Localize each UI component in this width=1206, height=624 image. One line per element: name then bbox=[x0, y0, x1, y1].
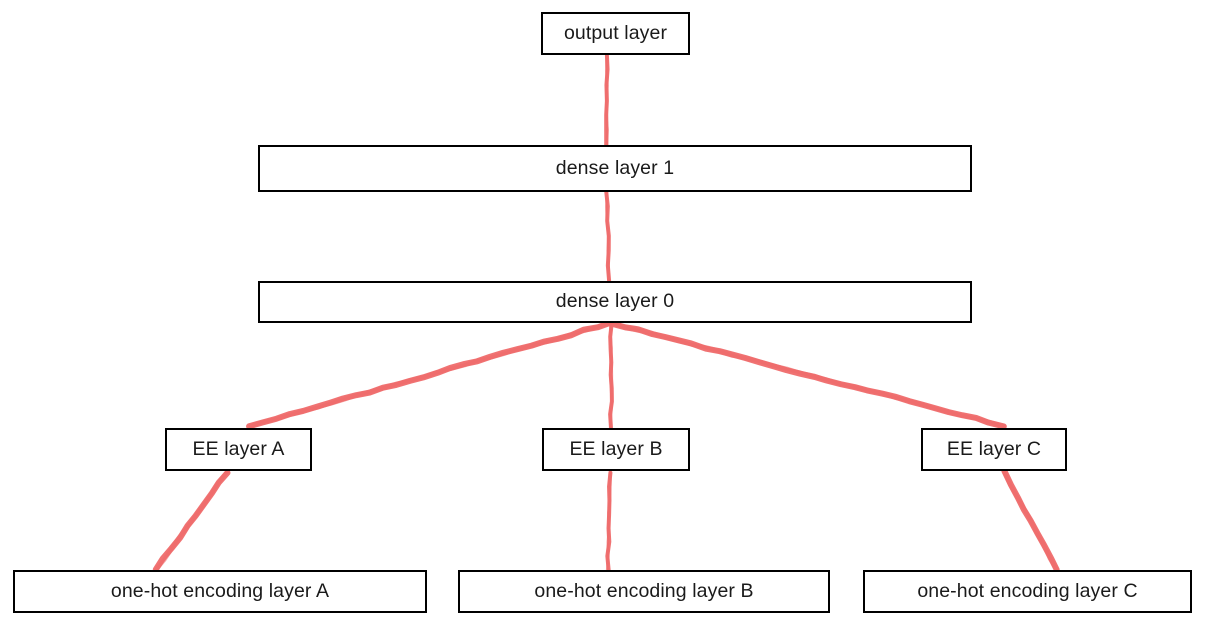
node-label: one-hot encoding layer C bbox=[917, 579, 1138, 602]
node-label: dense layer 1 bbox=[555, 156, 675, 179]
edge-onehot-b-to-ee-b bbox=[605, 470, 613, 573]
node-label: EE layer B bbox=[569, 437, 663, 460]
node-ee-layer-a[interactable]: EE layer A bbox=[165, 428, 312, 471]
node-label: one-hot encoding layer A bbox=[110, 579, 330, 602]
node-label: EE layer C bbox=[946, 437, 1042, 460]
edge-ee-c-to-dense0 bbox=[607, 320, 1007, 430]
node-label: dense layer 0 bbox=[555, 290, 675, 313]
node-one-hot-encoding-layer-a[interactable]: one-hot encoding layer A bbox=[13, 570, 427, 613]
node-output-layer[interactable]: output layer bbox=[541, 12, 690, 55]
node-label: EE layer A bbox=[192, 437, 285, 460]
node-label: output layer bbox=[563, 21, 668, 44]
edge-onehot-c-to-ee-c bbox=[1001, 468, 1060, 573]
node-dense-layer-0[interactable]: dense layer 0 bbox=[258, 281, 972, 323]
node-label: one-hot encoding layer B bbox=[534, 579, 754, 602]
edge-ee-a-to-dense0 bbox=[246, 319, 614, 430]
node-one-hot-encoding-layer-c[interactable]: one-hot encoding layer C bbox=[863, 570, 1192, 613]
edge-dense0-to-dense1 bbox=[604, 189, 612, 283]
edge-onehot-a-to-ee-a bbox=[152, 469, 231, 573]
node-ee-layer-b[interactable]: EE layer B bbox=[542, 428, 690, 471]
node-one-hot-encoding-layer-b[interactable]: one-hot encoding layer B bbox=[458, 570, 830, 613]
edge-dense1-to-output bbox=[604, 53, 610, 148]
node-dense-layer-1[interactable]: dense layer 1 bbox=[258, 145, 972, 192]
edge-ee-b-to-dense0 bbox=[608, 321, 614, 431]
node-ee-layer-c[interactable]: EE layer C bbox=[921, 428, 1067, 471]
